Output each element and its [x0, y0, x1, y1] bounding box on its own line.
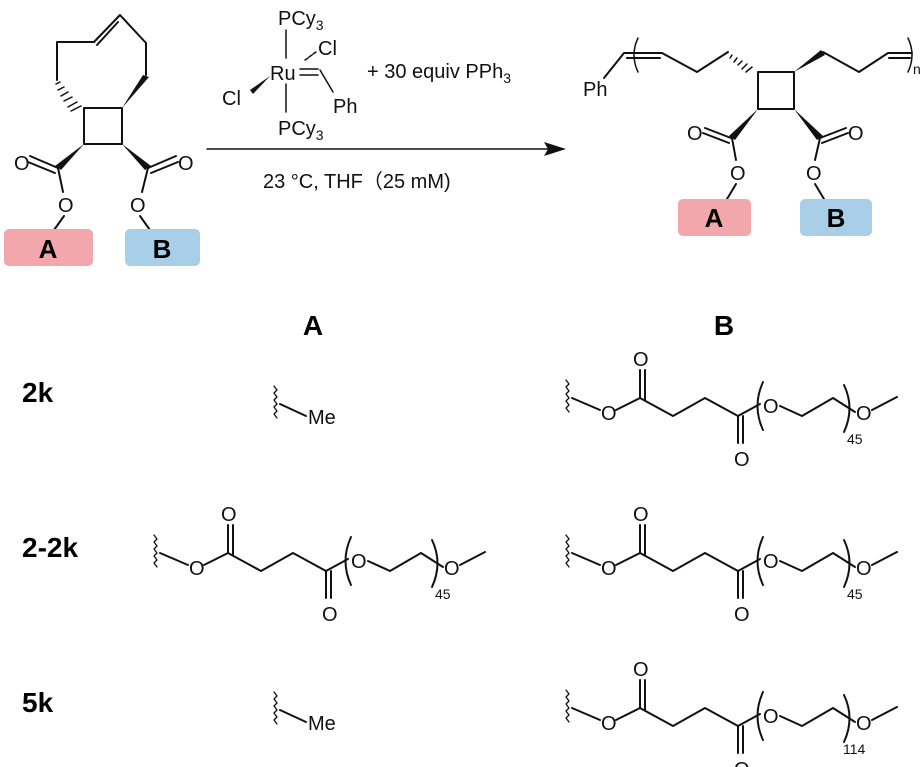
a-label: A — [39, 234, 58, 264]
header-b: B — [714, 310, 734, 341]
ester-o: O — [130, 195, 146, 217]
o-label: O — [763, 706, 779, 728]
o-label: O — [601, 558, 617, 580]
row-label: 2-2k — [22, 532, 78, 563]
o-label: O — [322, 604, 338, 626]
a-label: A — [705, 203, 724, 233]
o-label: O — [221, 504, 237, 526]
carbonyl-o: O — [14, 153, 30, 175]
a-box — [678, 199, 751, 236]
o-label: O — [763, 396, 779, 418]
monomer-structure: O O O O A B — [4, 14, 200, 266]
o-label: O — [189, 558, 205, 580]
o-label: O — [856, 403, 872, 425]
methyl-group: Me — [273, 691, 336, 735]
repeat-count: 45 — [847, 586, 863, 602]
cl-label: Cl — [222, 88, 241, 110]
methyl-group: Me — [273, 385, 336, 429]
peg-group: O O O O O 114 — [565, 659, 898, 767]
o-label: O — [734, 604, 750, 626]
conditions: 23 °C, THF（25 mM) — [263, 170, 451, 193]
carbonyl-o: O — [687, 123, 703, 145]
ester-o: O — [730, 163, 746, 185]
grubbs-catalyst: PCy3 Ru Cl Ph Cl PCy3 + 30 equiv PPh3 — [222, 8, 511, 143]
reaction-arrow — [206, 142, 566, 156]
carbonyl-o: O — [848, 123, 864, 145]
o-label: O — [734, 759, 750, 767]
row-label: 2k — [22, 377, 54, 408]
row-5k: 5k Me O O O O O 114 — [22, 659, 898, 767]
repeat-count: 45 — [435, 586, 451, 602]
ru-label: Ru — [270, 63, 296, 85]
ph-label: Ph — [333, 96, 357, 118]
o-label: O — [444, 558, 460, 580]
b-label: B — [827, 203, 846, 233]
pcy3-top: PCy3 — [278, 8, 324, 33]
o-label: O — [856, 558, 872, 580]
o-label: O — [601, 403, 617, 425]
row-2k: 2k Me O O O O O 45 — [22, 349, 898, 471]
peg-group: O O O O O 45 — [565, 504, 898, 626]
o-label: O — [856, 713, 872, 735]
peg-group: O O O O O 45 — [153, 504, 486, 626]
row-label: 5k — [22, 687, 54, 718]
ester-o: O — [806, 163, 822, 185]
ph-end-group: Ph — [583, 79, 607, 101]
row-2-2k: 2-2k O O O O O 45 O O O O O 45 — [22, 504, 898, 626]
pcy3-bottom: PCy3 — [278, 118, 324, 143]
o-label: O — [351, 551, 367, 573]
polymer-structure: Ph n O O O O A B — [583, 37, 921, 236]
o-label: O — [633, 659, 649, 681]
additive: + 30 equiv PPh3 — [367, 61, 511, 86]
a-box — [4, 229, 93, 266]
cl-label: Cl — [318, 38, 337, 60]
peg-group: O O O O O 45 — [565, 349, 898, 471]
repeat-count: 45 — [847, 431, 863, 447]
repeat-count: 114 — [843, 741, 866, 757]
header-a: A — [303, 310, 323, 341]
o-label: O — [633, 504, 649, 526]
ester-o: O — [58, 195, 74, 217]
me-label: Me — [308, 407, 336, 429]
b-box — [800, 199, 872, 236]
carbonyl-o: O — [178, 153, 194, 175]
repeat-n: n — [913, 61, 921, 77]
me-label: Me — [308, 713, 336, 735]
o-label: O — [763, 551, 779, 573]
b-box — [125, 229, 200, 266]
o-label: O — [633, 349, 649, 371]
o-label: O — [734, 449, 750, 471]
b-label: B — [153, 234, 172, 264]
o-label: O — [601, 713, 617, 735]
